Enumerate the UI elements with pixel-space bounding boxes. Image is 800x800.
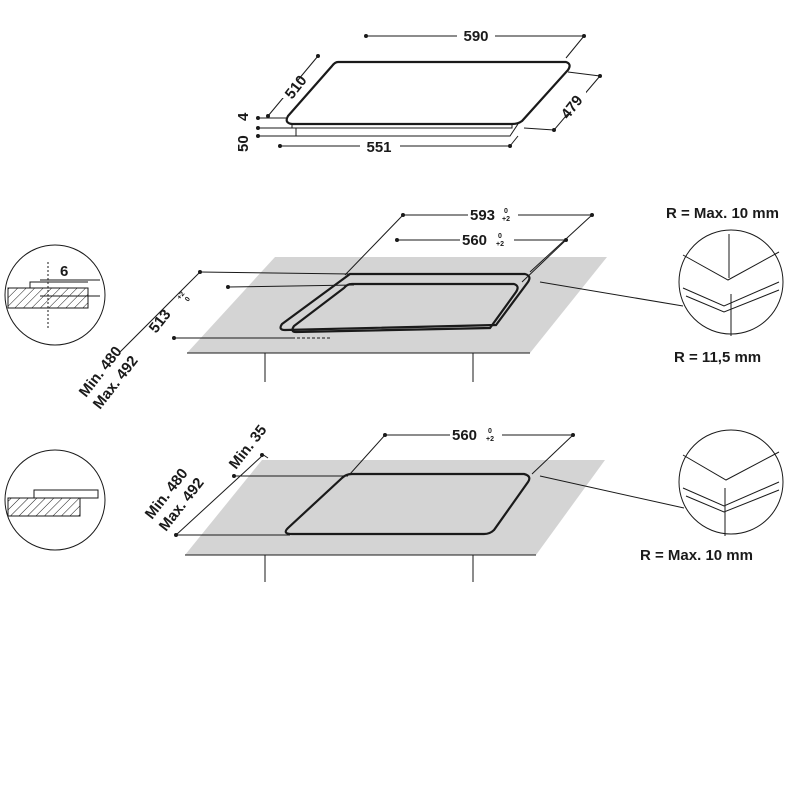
svg-text:0: 0	[184, 296, 192, 303]
svg-text:+2: +2	[502, 216, 510, 223]
hob-glass-edge	[291, 123, 513, 129]
std-radius-label: R = Max. 10 mm	[640, 547, 753, 564]
standard-section-detail	[4, 449, 106, 551]
thickness-label: 4	[235, 112, 252, 121]
hob-dimension-view: 590 510 4 50 551 479	[235, 28, 602, 156]
hob-top-outline	[285, 60, 571, 126]
svg-text:+2: +2	[496, 241, 504, 248]
svg-text:0: 0	[498, 233, 502, 240]
standard-cutout	[284, 472, 531, 536]
inner-width-label: 560	[462, 232, 487, 249]
countertop-standard	[185, 460, 605, 555]
hob-body	[295, 123, 519, 137]
std-cut-width-label: 560	[452, 427, 477, 444]
svg-text:0: 0	[488, 428, 492, 435]
svg-text:0: 0	[504, 208, 508, 215]
flush-install-view: 6 593 0 +2 560 0 +2 513 +2	[4, 205, 784, 412]
outer-cutout	[279, 272, 531, 332]
radius-bottom-label: R = 11,5 mm	[674, 349, 761, 366]
radius-top-label: R = Max. 10 mm	[666, 205, 779, 222]
front-width-label: 551	[366, 139, 391, 156]
cut-depth-label: 513	[146, 306, 175, 336]
standard-install-view: 560 0 +2 Min. 35 Min. 480 Max. 492 R = M…	[4, 422, 784, 582]
svg-text:+2: +2	[486, 436, 494, 443]
width-label: 590	[463, 28, 488, 45]
countertop-flush	[187, 257, 607, 353]
height-label: 50	[235, 135, 252, 152]
recess-label: 6	[60, 263, 68, 280]
flush-section-detail: 6	[4, 244, 106, 346]
standard-radius-detail: R = Max. 10 mm	[539, 429, 784, 564]
flush-radius-detail: R = Max. 10 mm R = 11,5 mm	[539, 205, 784, 366]
svg-text:+2: +2	[176, 291, 186, 302]
cut-width-label: 593	[470, 207, 495, 224]
